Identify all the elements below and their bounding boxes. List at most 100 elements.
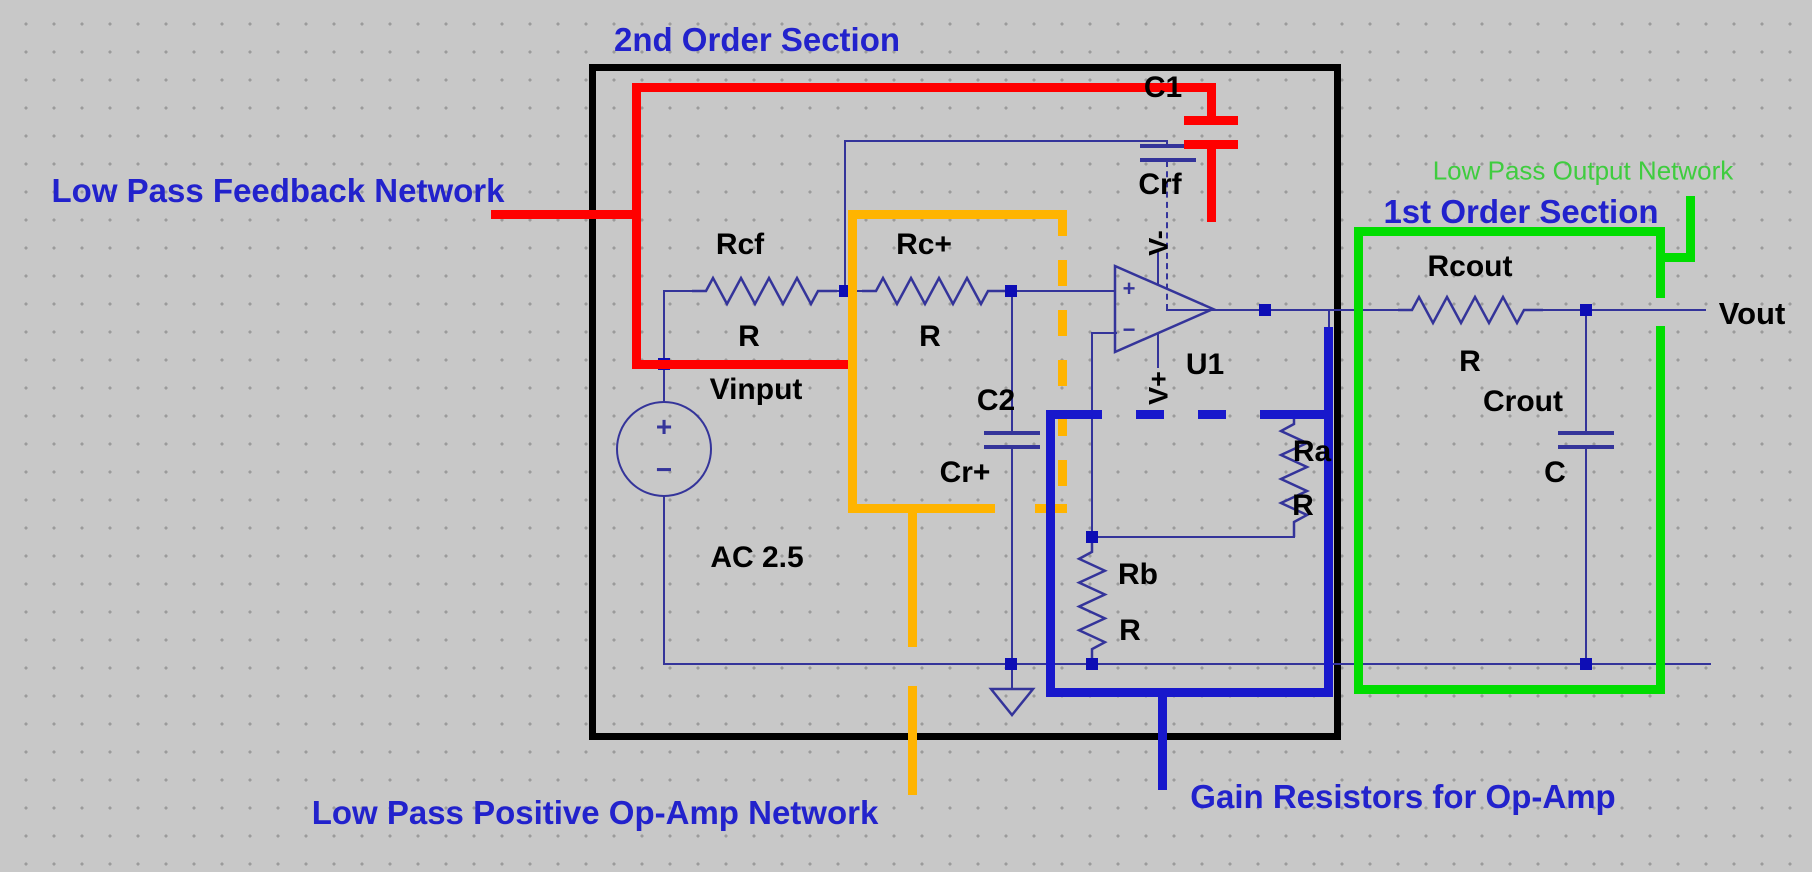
orange-annotation-drop-upper: [908, 504, 917, 647]
red-annotation-right-lower: [1207, 149, 1216, 222]
red-annotation-cap-plate-top: [1184, 116, 1238, 125]
label-crout-value: C: [1544, 456, 1566, 489]
green-annotation-pointer-h: [1656, 253, 1695, 262]
resistor-rcout[interactable]: [1398, 289, 1543, 331]
opamp-vminus-label: V-: [1143, 230, 1174, 256]
label-rcplus-name: Rc+: [896, 228, 952, 261]
wire-c2-top: [1011, 290, 1013, 433]
second-order-title: 2nd Order Section: [613, 21, 901, 58]
opamp-vplus-label: V+: [1143, 371, 1174, 405]
source-plus-sign: +: [655, 411, 673, 442]
node-c2-ground: [1005, 658, 1017, 670]
wire-feedback-riser: [844, 140, 846, 291]
node-crout-ground: [1580, 658, 1592, 670]
opamp-minus-input-sign: −: [1122, 317, 1136, 342]
blue-annotation-top-left: [1046, 410, 1102, 419]
orange-annotation-right-dashed: [1058, 210, 1067, 513]
wire-source-bottom: [663, 496, 665, 664]
wire: [1091, 332, 1117, 334]
source-minus-sign: −: [655, 454, 673, 485]
label-c2-name: C2: [976, 384, 1016, 417]
ground-symbol[interactable]: [988, 687, 1036, 717]
wire-c2-bottom: [1011, 448, 1013, 664]
green-annotation-right-lower: [1656, 326, 1665, 694]
opamp-plus-input-sign: +: [1122, 276, 1136, 301]
capacitor-c1[interactable]: [1140, 144, 1196, 148]
resistor-rc-plus[interactable]: [862, 270, 1007, 312]
red-annotation-right-upper: [1207, 83, 1216, 124]
feedback-network-label: Low Pass Feedback Network: [51, 172, 505, 209]
label-rcout-value: R: [1459, 345, 1481, 378]
node-rcout-crout: [1580, 304, 1592, 316]
label-rcplus-value: R: [919, 320, 941, 353]
opamp-u1[interactable]: [1113, 264, 1217, 354]
capacitor-crout[interactable]: [1558, 431, 1614, 435]
node-rb-ground: [1086, 658, 1098, 670]
capacitor-crout-plate: [1558, 445, 1614, 449]
label-rcf-name: Rcf: [715, 228, 765, 261]
first-order-title: 1st Order Section: [1383, 193, 1659, 230]
positive-network-label: Low Pass Positive Op-Amp Network: [311, 794, 879, 831]
second-order-section-box: [589, 64, 1341, 740]
wire-ground-rail: [663, 663, 1711, 665]
wire-crout-top: [1585, 309, 1587, 433]
green-annotation-top: [1354, 227, 1665, 236]
wire-crout-bottom: [1585, 448, 1587, 664]
label-rcout-name: Rcout: [1427, 250, 1513, 283]
orange-annotation-bottom-left: [848, 504, 995, 513]
wire-inverting-input: [1091, 332, 1093, 537]
wire-supply-bottom: [1157, 333, 1159, 368]
wire: [1166, 140, 1168, 147]
voltage-source[interactable]: [616, 401, 712, 497]
red-annotation-cap-plate-bottom: [1184, 140, 1238, 149]
red-annotation-left: [632, 83, 641, 368]
wire-output-right: [1543, 309, 1706, 311]
label-opamp-name: U1: [1185, 348, 1225, 381]
orange-annotation-left: [848, 210, 857, 513]
capacitor-c2-plate: [984, 445, 1040, 449]
green-annotation-left: [1354, 227, 1363, 694]
blue-annotation-top-right: [1265, 410, 1333, 419]
label-rcf-value: R: [738, 320, 760, 353]
resistor-ra[interactable]: [1273, 412, 1315, 537]
gain-resistors-label: Gain Resistors for Op-Amp: [1190, 778, 1616, 815]
label-crout-name: Crout: [1483, 385, 1563, 418]
orange-annotation-top: [848, 210, 1067, 219]
label-c1-name: C1: [1143, 71, 1183, 104]
capacitor-c2[interactable]: [984, 431, 1040, 435]
blue-annotation-top-dashed: [1102, 410, 1265, 419]
resistor-rb[interactable]: [1071, 540, 1113, 664]
node-ra-rb: [1086, 531, 1098, 543]
label-c2-value: Cr+: [939, 456, 991, 489]
node-rcplus-c2: [1005, 285, 1017, 297]
label-ra-value: R: [1292, 489, 1314, 522]
label-rb-name: Rb: [1118, 558, 1158, 591]
wire-source-top: [663, 290, 665, 401]
wire: [1166, 309, 1214, 311]
green-annotation-bottom: [1354, 685, 1665, 694]
node-opamp-output: [1259, 304, 1271, 316]
wire-c1-to-output-dashed: [1166, 161, 1168, 310]
wire-supply-top: [1157, 252, 1159, 285]
red-annotation-top: [632, 83, 1216, 92]
wire-ra-rb: [1092, 536, 1295, 538]
wire-ground-stub: [1011, 663, 1013, 689]
red-annotation-bottom: [632, 360, 852, 369]
blue-annotation-left: [1046, 410, 1055, 697]
blue-annotation-pointer: [1158, 692, 1167, 790]
label-c1-value: Crf: [1138, 168, 1182, 201]
resistor-rcf[interactable]: [692, 270, 837, 312]
red-annotation-pointer: [491, 210, 641, 219]
label-vout: Vout: [1718, 296, 1786, 331]
label-source-name: Vinput: [709, 373, 803, 406]
wire-feedback-top: [844, 140, 1168, 142]
label-rb-value: R: [1119, 614, 1141, 647]
capacitor-c1-plate: [1140, 158, 1196, 162]
green-annotation-right-upper: [1656, 227, 1665, 298]
output-network-label: Low Pass Output Network: [1432, 155, 1734, 186]
orange-annotation-drop-lower: [908, 686, 917, 795]
wire: [663, 290, 693, 292]
label-source-value: AC 2.5: [710, 541, 804, 574]
wire-output-left: [1213, 309, 1398, 311]
